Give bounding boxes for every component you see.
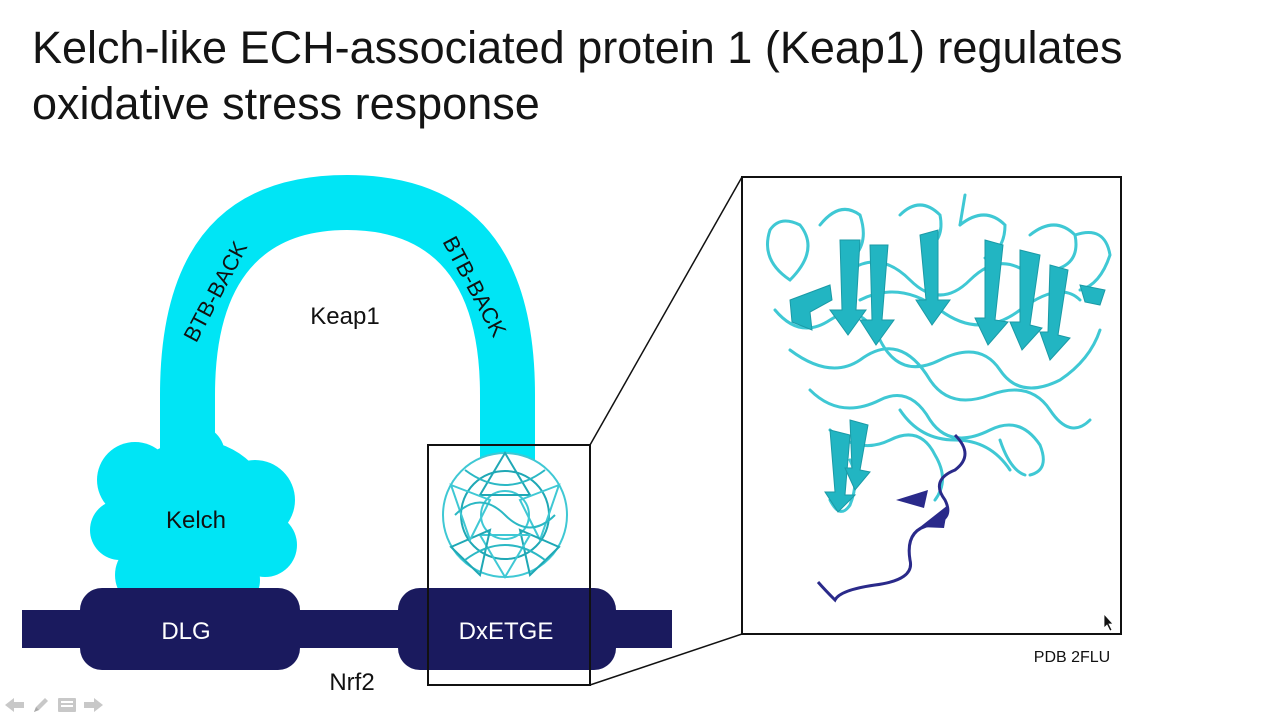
dlg-label: DLG xyxy=(161,618,210,645)
title-line-1: Kelch-like ECH-associated protein 1 (Kea… xyxy=(32,22,1123,73)
nrf2-peptide xyxy=(816,433,967,603)
mouse-cursor xyxy=(1103,612,1114,632)
zoom-line-bottom xyxy=(589,633,743,686)
arrow-left-icon[interactable] xyxy=(4,694,26,716)
mini-kelch-structure xyxy=(442,451,568,579)
nrf2-protein xyxy=(22,588,672,670)
dxetge-label: DxETGE xyxy=(459,618,554,645)
beta-strands xyxy=(789,229,1106,513)
keap1-label: Keap1 xyxy=(310,303,379,330)
arrow-right-icon[interactable] xyxy=(82,694,104,716)
keap1-arch xyxy=(160,175,535,470)
title-line-2: oxidative stress response xyxy=(32,78,540,129)
slide-nav-bar xyxy=(4,694,104,716)
menu-icon[interactable] xyxy=(56,694,78,716)
kelch-label: Kelch xyxy=(166,507,226,534)
nrf2-label: Nrf2 xyxy=(329,669,374,696)
zoom-line-top xyxy=(589,176,743,446)
inset-box xyxy=(427,444,591,686)
pdb-label: PDB 2FLU xyxy=(1034,649,1110,666)
pen-icon[interactable] xyxy=(30,694,52,716)
slide-title: Kelch-like ECH-associated protein 1 (Kea… xyxy=(32,20,1232,132)
